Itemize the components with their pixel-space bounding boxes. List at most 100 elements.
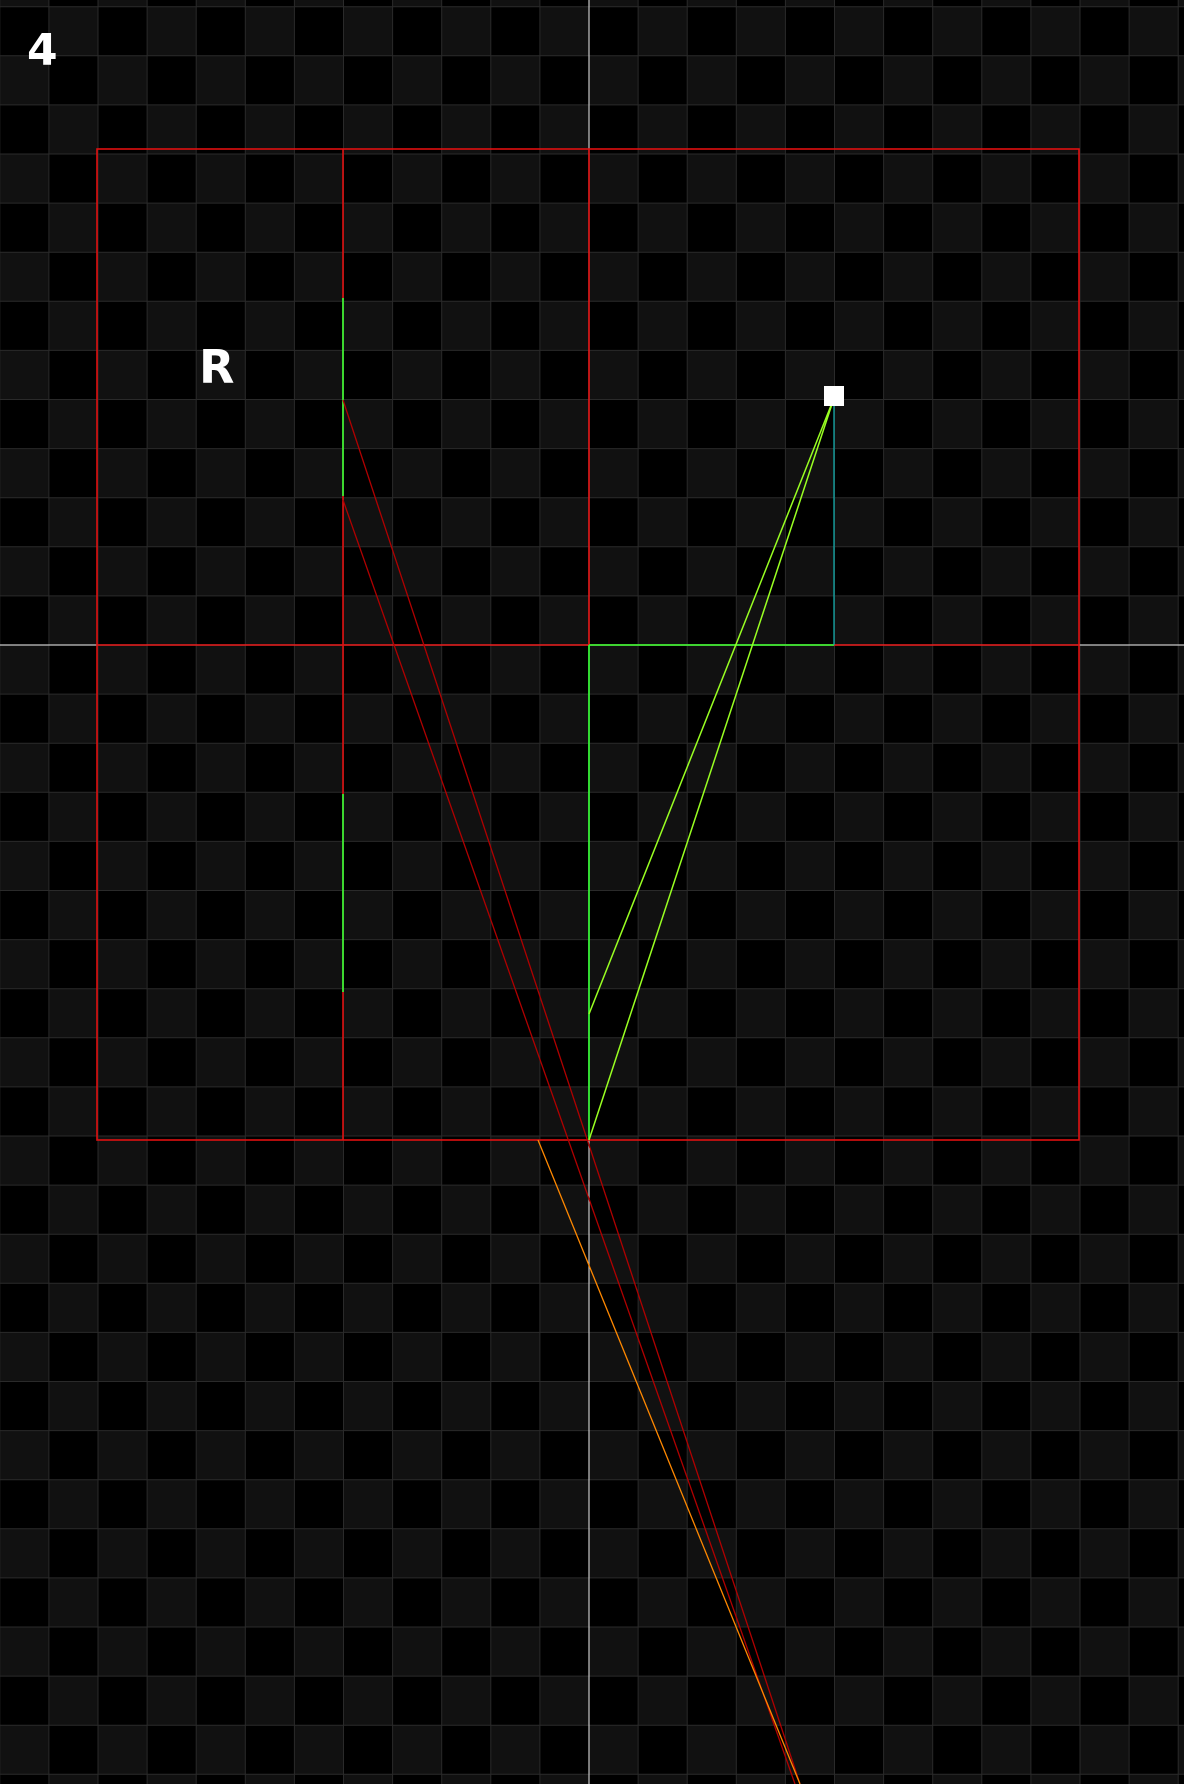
- checker-cell: [1080, 1332, 1130, 1382]
- checker-cell: [638, 6, 688, 56]
- checker-cell: [1178, 350, 1184, 400]
- checker-cell: [0, 841, 49, 891]
- checker-cell: [294, 252, 344, 302]
- checker-cell: [1129, 792, 1179, 842]
- checker-cell: [392, 546, 442, 596]
- checker-cell: [245, 1283, 295, 1333]
- checker-cell: [785, 55, 835, 105]
- checker-cell: [343, 792, 393, 842]
- checker-cell: [834, 1283, 884, 1333]
- room-label: R: [199, 340, 234, 394]
- checker-cell: [932, 988, 982, 1038]
- checker-cell: [1178, 546, 1184, 596]
- checker-cell: [98, 1528, 148, 1578]
- checker-cell: [441, 988, 491, 1038]
- checker-cell: [48, 792, 98, 842]
- checker-cell: [883, 448, 933, 498]
- checker-cell: [1030, 1086, 1080, 1136]
- checker-cell: [638, 1774, 688, 1784]
- checker-cell: [834, 203, 884, 253]
- checker-cell: [687, 1528, 737, 1578]
- checker-cell: [932, 1774, 982, 1784]
- checker-cell: [0, 1234, 49, 1284]
- checker-cell: [392, 1136, 442, 1186]
- checker-cell: [392, 154, 442, 204]
- checker-cell: [1080, 1136, 1130, 1186]
- checker-cell: [392, 1430, 442, 1480]
- outside-ray-segment: [537, 1139, 801, 1784]
- checker-cell: [392, 1528, 442, 1578]
- checker-cell: [48, 1774, 98, 1784]
- checker-cell: [0, 1627, 49, 1677]
- checker-cell: [981, 1234, 1031, 1284]
- checker-cell: [1030, 1676, 1080, 1726]
- checker-cell: [589, 350, 639, 400]
- checker-cell: [1080, 1430, 1130, 1480]
- checker-cell: [294, 1234, 344, 1284]
- checker-cell: [245, 1676, 295, 1726]
- checker-cell: [736, 104, 786, 154]
- checker-cell: [589, 448, 639, 498]
- checker-cell: [1178, 841, 1184, 891]
- checker-cell: [1129, 1577, 1179, 1627]
- checker-cell: [638, 595, 688, 645]
- checker-cell: [1178, 55, 1184, 105]
- checker-cell: [932, 890, 982, 940]
- checker-cell: [147, 1086, 197, 1136]
- checker-cell: [539, 595, 589, 645]
- checker-cell: [490, 154, 540, 204]
- checker-cell: [245, 399, 295, 449]
- checker-cell: [736, 1381, 786, 1431]
- checker-cell: [196, 743, 246, 793]
- checker-cell: [245, 301, 295, 351]
- checker-cell: [392, 350, 442, 400]
- target-rays: [588, 397, 835, 1141]
- blocked-ray-1: [342, 399, 801, 1784]
- checker-cell: [539, 1676, 589, 1726]
- checker-cell: [539, 1774, 589, 1784]
- checker-cell: [981, 0, 1031, 7]
- checker-cell: [539, 1185, 589, 1235]
- checker-cell: [294, 1528, 344, 1578]
- checker-cell: [736, 694, 786, 744]
- checker-cell: [0, 645, 49, 695]
- checker-cell: [736, 1577, 786, 1627]
- checker-cell: [1178, 1037, 1184, 1087]
- checker-cell: [245, 792, 295, 842]
- checker-cell: [392, 841, 442, 891]
- checker-cell: [1080, 55, 1130, 105]
- checker-cell: [98, 252, 148, 302]
- checker-cell: [48, 595, 98, 645]
- checker-cell: [294, 1332, 344, 1382]
- checker-cell: [539, 203, 589, 253]
- checker-cell: [638, 1577, 688, 1627]
- checker-cell: [196, 350, 246, 400]
- checker-cell: [981, 645, 1031, 695]
- checker-cell: [834, 1577, 884, 1627]
- checker-cell: [343, 1086, 393, 1136]
- checker-cell: [48, 1676, 98, 1726]
- checker-cell: [1178, 743, 1184, 793]
- checker-cell: [392, 0, 442, 7]
- checker-cell: [981, 1037, 1031, 1087]
- checker-cell: [245, 1774, 295, 1784]
- checker-cell: [1080, 743, 1130, 793]
- checker-cell: [98, 448, 148, 498]
- checker-cell: [196, 1332, 246, 1382]
- checker-cell: [785, 1430, 835, 1480]
- checker-cell: [98, 1430, 148, 1480]
- checker-cell: [883, 55, 933, 105]
- checker-cell: [785, 939, 835, 989]
- checker-cell: [48, 6, 98, 56]
- checker-cell: [883, 0, 933, 7]
- checker-cell: [883, 546, 933, 596]
- checker-cell: [441, 203, 491, 253]
- checker-cell: [147, 890, 197, 940]
- checker-cell: [785, 743, 835, 793]
- checker-cell: [196, 1037, 246, 1087]
- checker-cell: [48, 497, 98, 547]
- checker-cell: [392, 743, 442, 793]
- checker-cell: [932, 301, 982, 351]
- checker-cell: [883, 1234, 933, 1284]
- checker-cell: [147, 1479, 197, 1529]
